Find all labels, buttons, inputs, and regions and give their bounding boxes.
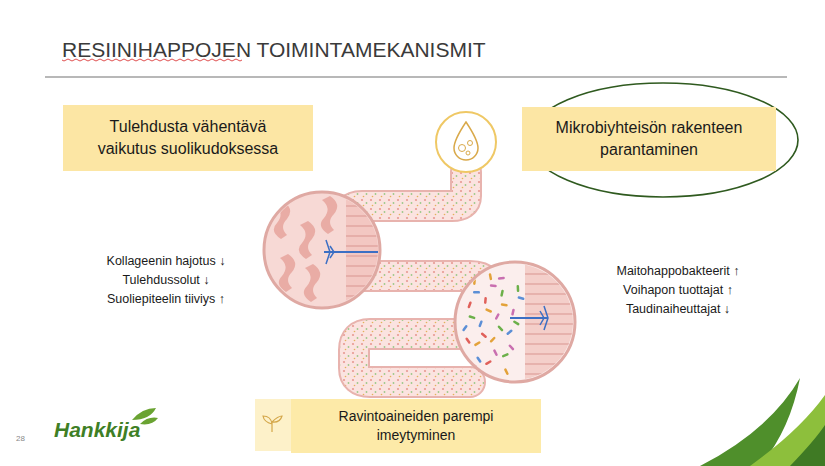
mechanism-box: Mikrobiyhteisön rakenteen parantaminen	[522, 107, 776, 171]
benefit-box: Ravintoaineiden parempi imeytyminen	[291, 399, 541, 453]
corner-swoosh	[690, 372, 825, 466]
effect-label: Taudinaiheuttajat ↓	[626, 302, 730, 316]
mechanism-box: Tulehdusta vähentävä vaikutus suolikudok…	[63, 105, 313, 171]
resin-drop-icon	[436, 112, 496, 172]
box-text: Tulehdusta vähentävä vaikutus suolikudok…	[83, 116, 293, 159]
microbe-magnifier	[455, 260, 585, 385]
slide-title: RESIINIHAPPOJEN TOIMINTAMEKANISMIT	[62, 38, 486, 62]
sprout-icon	[255, 399, 291, 451]
effect-label: Suoliepiteelin tiiviys ↑	[107, 292, 225, 306]
box-text: Ravintoaineiden parempi imeytyminen	[311, 407, 521, 445]
box-text: Mikrobiyhteisön rakenteen parantaminen	[542, 117, 756, 160]
effect-label: Voihapon tuottajat ↑	[623, 283, 733, 297]
logo-text: Hankkija	[54, 418, 140, 442]
page-number: 28	[16, 434, 25, 443]
effect-label: Maitohappobakteerit ↑	[617, 264, 740, 278]
tissue-magnifier	[264, 192, 380, 312]
effect-label: Tulehdussolut ↓	[122, 273, 209, 287]
effect-label: Kollageenin hajotus ↓	[107, 254, 226, 268]
title-rule	[45, 76, 787, 78]
